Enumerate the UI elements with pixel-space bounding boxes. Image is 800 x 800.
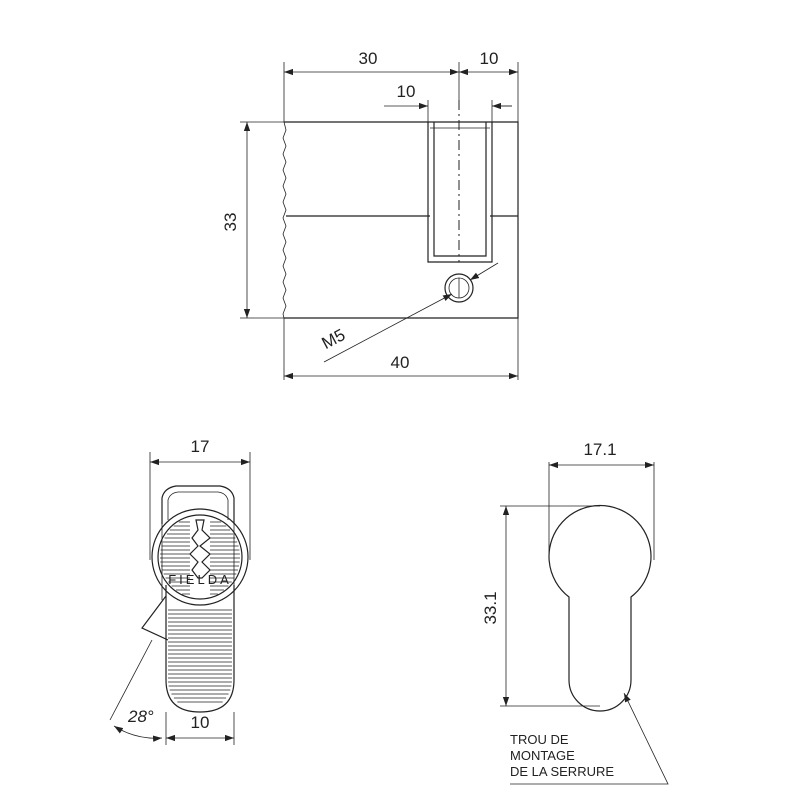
- cam-ribs: [168, 609, 232, 703]
- cam-inner: [433, 122, 487, 257]
- brand-logo: FIELDA: [168, 572, 232, 587]
- dim-40: 40: [391, 353, 410, 372]
- top-bracket: [161, 485, 235, 524]
- note-line-3: DE LA SERRURE: [510, 764, 614, 779]
- profile-outline: [548, 504, 652, 712]
- note-leader: [510, 692, 669, 785]
- angle-28: 28°: [127, 707, 154, 726]
- cylinder-body: [284, 121, 519, 319]
- mounting-profile: 17.1 33.1 TROU DE MONTAGE DE LA SERRURE: [481, 440, 669, 785]
- dim-17: 17: [191, 437, 210, 456]
- knurled-edge: [282, 121, 287, 319]
- keyway: [189, 519, 211, 579]
- side-view: 30 10 10 33 40 M5: [221, 49, 519, 380]
- cam-tip: [141, 595, 169, 641]
- thread-label: M5: [319, 325, 349, 353]
- note-line-2: MONTAGE: [510, 748, 575, 763]
- angle-arc: [113, 725, 163, 742]
- dim-17-1: 17.1: [583, 440, 616, 459]
- cylinder-face: [151, 508, 249, 606]
- note-line-1: TROU DE: [510, 732, 569, 747]
- dim-10-right: 10: [480, 49, 499, 68]
- m5-hole: [444, 273, 474, 303]
- face-hatch: [160, 521, 240, 595]
- front-view: FIELDA 17 10 28°: [109, 437, 251, 745]
- dim-10-inner: 10: [397, 82, 416, 101]
- dim-30: 30: [359, 49, 378, 68]
- dim-33: 33: [221, 213, 240, 232]
- dim-33-1: 33.1: [481, 591, 500, 624]
- dim-cam-10: 10: [191, 713, 210, 732]
- cam-slot: [427, 122, 493, 263]
- m5-leader: [323, 293, 453, 363]
- cam-lever: [165, 585, 235, 713]
